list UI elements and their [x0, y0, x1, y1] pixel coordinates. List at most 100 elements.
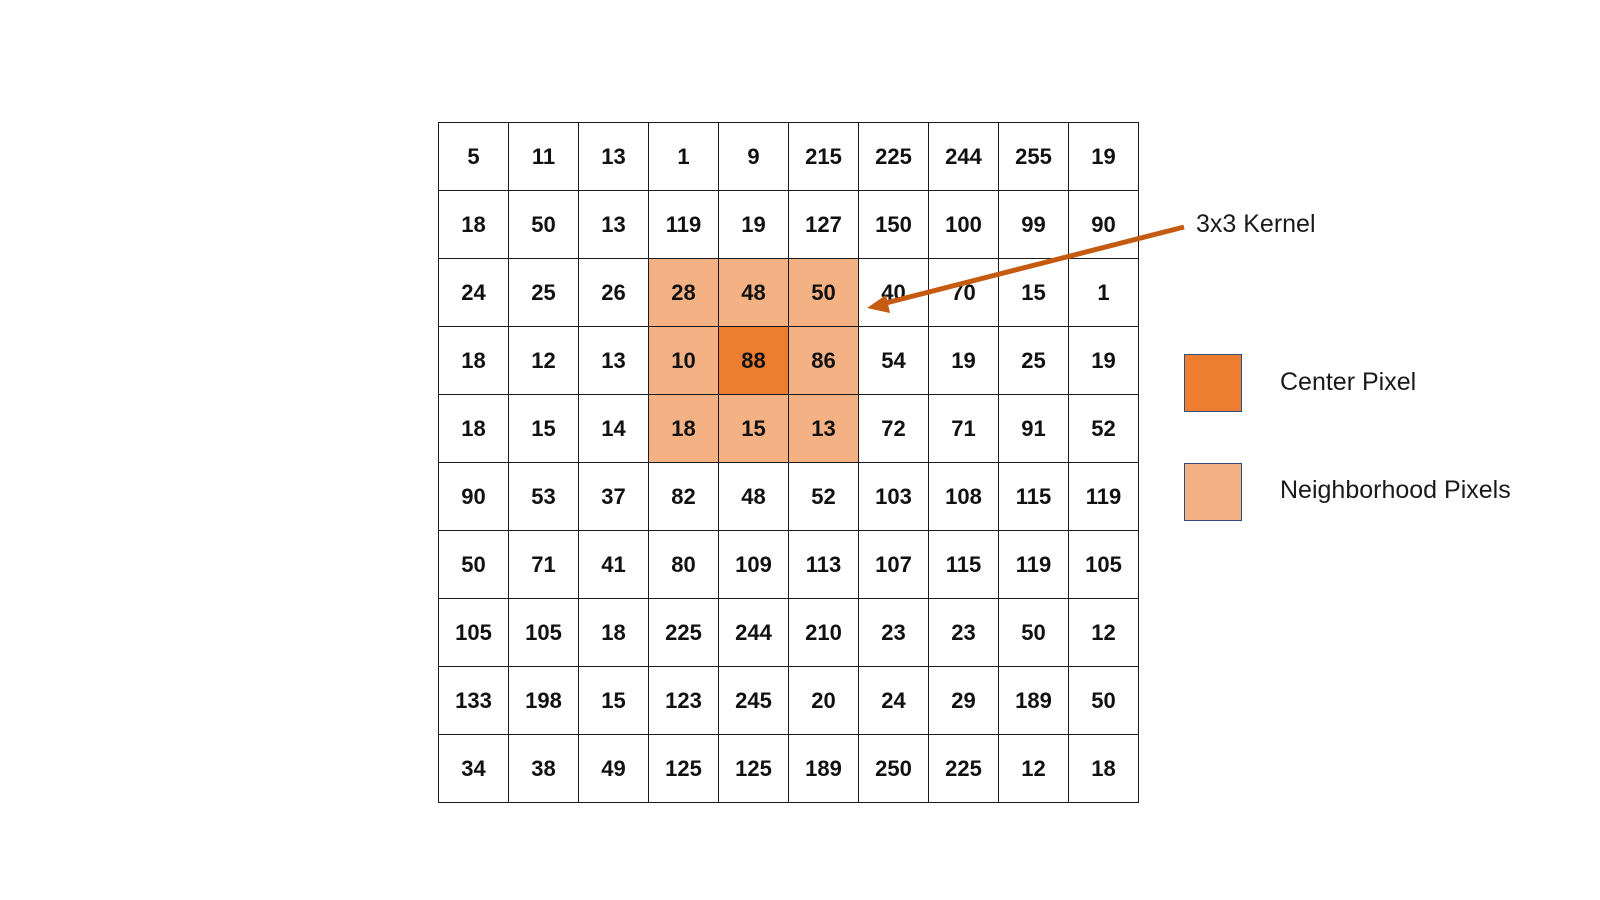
- neighborhood-pixel-cell: 50: [788, 258, 859, 327]
- neighborhood-pixel-cell: 28: [648, 258, 719, 327]
- pixel-cell: 29: [928, 666, 999, 735]
- kernel-label: 3x3 Kernel: [1196, 210, 1316, 238]
- pixel-cell: 225: [648, 598, 719, 667]
- pixel-cell: 225: [858, 122, 929, 191]
- pixel-cell: 52: [788, 462, 859, 531]
- pixel-cell: 18: [438, 190, 509, 259]
- pixel-cell: 12: [998, 734, 1069, 803]
- pixel-cell: 72: [858, 394, 929, 463]
- pixel-cell: 1: [648, 122, 719, 191]
- legend-center-label: Center Pixel: [1280, 368, 1417, 396]
- pixel-cell: 127: [788, 190, 859, 259]
- pixel-cell: 12: [508, 326, 579, 395]
- legend-neighborhood-label: Neighborhood Pixels: [1280, 476, 1511, 504]
- pixel-cell: 125: [648, 734, 719, 803]
- neighborhood-pixel-cell: 15: [718, 394, 789, 463]
- pixel-cell: 15: [578, 666, 649, 735]
- pixel-cell: 9: [718, 122, 789, 191]
- pixel-cell: 13: [578, 190, 649, 259]
- pixel-cell: 70: [928, 258, 999, 327]
- pixel-cell: 19: [1068, 122, 1139, 191]
- pixel-cell: 100: [928, 190, 999, 259]
- pixel-cell: 19: [1068, 326, 1139, 395]
- pixel-cell: 38: [508, 734, 579, 803]
- pixel-cell: 11: [508, 122, 579, 191]
- pixel-cell: 25: [508, 258, 579, 327]
- center-pixel-cell: 88: [718, 326, 789, 395]
- pixel-cell: 90: [1068, 190, 1139, 259]
- pixel-cell: 71: [928, 394, 999, 463]
- pixel-cell: 41: [578, 530, 649, 599]
- pixel-cell: 103: [858, 462, 929, 531]
- pixel-cell: 105: [508, 598, 579, 667]
- pixel-cell: 90: [438, 462, 509, 531]
- pixel-cell: 18: [438, 326, 509, 395]
- pixel-cell: 215: [788, 122, 859, 191]
- pixel-cell: 18: [578, 598, 649, 667]
- pixel-cell: 189: [788, 734, 859, 803]
- pixel-cell: 119: [648, 190, 719, 259]
- pixel-cell: 91: [998, 394, 1069, 463]
- pixel-cell: 105: [438, 598, 509, 667]
- pixel-cell: 108: [928, 462, 999, 531]
- pixel-cell: 40: [858, 258, 929, 327]
- pixel-cell: 50: [998, 598, 1069, 667]
- pixel-cell: 113: [788, 530, 859, 599]
- pixel-cell: 115: [998, 462, 1069, 531]
- pixel-cell: 125: [718, 734, 789, 803]
- pixel-cell: 119: [998, 530, 1069, 599]
- pixel-cell: 123: [648, 666, 719, 735]
- pixel-cell: 99: [998, 190, 1069, 259]
- pixel-cell: 34: [438, 734, 509, 803]
- pixel-cell: 133: [438, 666, 509, 735]
- pixel-cell: 14: [578, 394, 649, 463]
- pixel-cell: 12: [1068, 598, 1139, 667]
- pixel-cell: 37: [578, 462, 649, 531]
- pixel-cell: 82: [648, 462, 719, 531]
- pixel-cell: 115: [928, 530, 999, 599]
- pixel-cell: 198: [508, 666, 579, 735]
- pixel-cell: 105: [1068, 530, 1139, 599]
- pixel-cell: 13: [578, 326, 649, 395]
- pixel-cell: 109: [718, 530, 789, 599]
- pixel-cell: 50: [508, 190, 579, 259]
- neighborhood-pixel-cell: 10: [648, 326, 719, 395]
- pixel-cell: 19: [928, 326, 999, 395]
- pixel-cell: 54: [858, 326, 929, 395]
- pixel-cell: 5: [438, 122, 509, 191]
- pixel-cell: 19: [718, 190, 789, 259]
- pixel-cell: 15: [998, 258, 1069, 327]
- pixel-cell: 250: [858, 734, 929, 803]
- pixel-cell: 50: [438, 530, 509, 599]
- pixel-cell: 13: [578, 122, 649, 191]
- pixel-cell: 71: [508, 530, 579, 599]
- legend-neighborhood-swatch: [1184, 463, 1242, 521]
- neighborhood-pixel-cell: 18: [648, 394, 719, 463]
- pixel-cell: 210: [788, 598, 859, 667]
- pixel-cell: 26: [578, 258, 649, 327]
- pixel-cell: 225: [928, 734, 999, 803]
- legend-center-swatch: [1184, 354, 1242, 412]
- neighborhood-pixel-cell: 86: [788, 326, 859, 395]
- pixel-cell: 18: [1068, 734, 1139, 803]
- pixel-cell: 245: [718, 666, 789, 735]
- pixel-cell: 255: [998, 122, 1069, 191]
- pixel-cell: 150: [858, 190, 929, 259]
- pixel-cell: 20: [788, 666, 859, 735]
- pixel-cell: 49: [578, 734, 649, 803]
- pixel-cell: 1: [1068, 258, 1139, 327]
- pixel-cell: 119: [1068, 462, 1139, 531]
- pixel-cell: 48: [718, 462, 789, 531]
- neighborhood-pixel-cell: 48: [718, 258, 789, 327]
- pixel-cell: 189: [998, 666, 1069, 735]
